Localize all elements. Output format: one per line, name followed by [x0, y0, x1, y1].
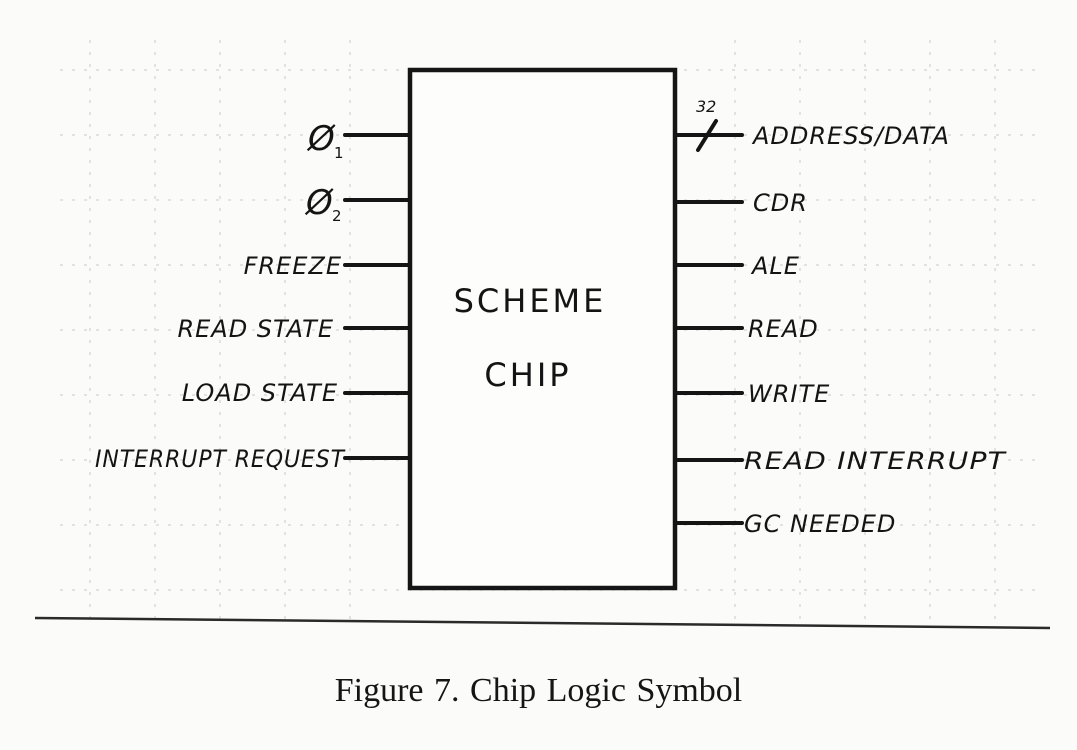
pin-phi2-label: Ø 2	[304, 183, 342, 225]
pin-read-interrupt-label: READ INTERRUPT	[744, 447, 1008, 475]
chip-name-line1: SCHEME	[454, 282, 607, 320]
phi2-subscript: 2	[332, 207, 342, 225]
chip-body	[407, 67, 678, 591]
figure-caption: Figure 7. Chip Logic Symbol	[334, 672, 743, 709]
pin-gc-needed-label: GC NEEDED	[744, 510, 896, 538]
bus-width-label: 32	[696, 97, 716, 116]
pin-address-data-label: ADDRESS/DATA	[751, 122, 950, 150]
phi1-subscript: 1	[334, 144, 344, 162]
pin-load-state-label: LOAD STATE	[182, 379, 338, 407]
graph-paper-grid	[60, 40, 1040, 620]
phi2-symbol: Ø	[304, 183, 334, 223]
pin-ale-label: ALE	[750, 252, 800, 280]
pin-write-label: WRITE	[748, 380, 830, 408]
pin-freeze-label: FREEZE	[244, 252, 342, 280]
bus-slash-mark	[696, 119, 718, 152]
pin-interrupt-request-label: INTERRUPT REQUEST	[95, 445, 346, 473]
chip-name-line2: CHIP	[484, 356, 571, 394]
pin-cdr-label: CDR	[753, 189, 808, 217]
figure-baseline-rule	[34, 616, 1051, 630]
pin-read-label: READ	[748, 315, 819, 343]
phi1-symbol: Ø	[306, 119, 336, 159]
pin-read-state-label: READ STATE	[177, 315, 334, 343]
pin-phi1-label: Ø 1	[306, 119, 344, 162]
